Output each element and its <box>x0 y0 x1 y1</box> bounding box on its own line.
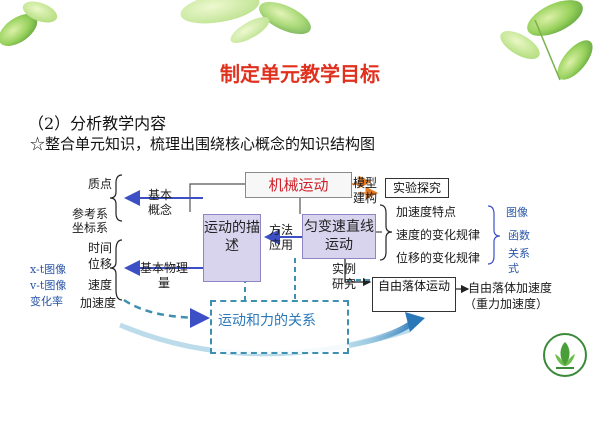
note-vt-graph: v-t图像 <box>30 279 67 292</box>
item-displacement: 位移 <box>88 257 113 271</box>
slide-title: 制定单元教学目标 <box>220 62 380 86</box>
example-study-label: 实例研究 <box>331 262 356 291</box>
item-velocity: 速度 <box>88 278 113 292</box>
note-relation: 关系式 <box>508 247 530 275</box>
lead-sentence: ☆整合单元知识，梳理出围绕核心概念的知识结构图 <box>30 135 376 153</box>
note-rate-of-change: 变化率 <box>30 295 63 308</box>
basic-quantities-label: 基本物理量 <box>140 261 189 290</box>
core-concept-box: 机械运动 <box>245 172 352 198</box>
note-function: 函数 <box>508 229 530 242</box>
item-acceleration: 加速度 <box>80 296 117 310</box>
item-mass-point: 质点 <box>88 177 113 191</box>
motion-description-box: 运动的描述 <box>203 214 261 282</box>
force-relationship-label: 运动和力的关系 <box>218 313 316 329</box>
school-emblem-logo-icon <box>543 333 587 377</box>
left-leaves-icon <box>0 1 58 46</box>
free-fall-box: 自由落体运动 <box>372 277 456 312</box>
model-construction-label: 模型建构 <box>352 176 377 205</box>
law-displacement-change: 位移的变化规律 <box>396 251 481 265</box>
item-coordinate-system: 坐标系 <box>72 221 109 235</box>
leaf-decoration <box>0 0 593 81</box>
note-graph: 图像 <box>506 206 528 219</box>
right-leaves-icon <box>500 0 593 81</box>
law-acceleration-feature: 加速度特点 <box>396 205 457 219</box>
law-velocity-change: 速度的变化规律 <box>396 228 481 242</box>
uniform-acceleration-box: 匀变速直线运动 <box>302 214 376 259</box>
gravity-acceleration-label: （重力加速度） <box>464 297 549 311</box>
section-subtitle: （2）分析教学内容 <box>28 114 167 133</box>
method-application-label: 方法应用 <box>268 223 293 252</box>
center-leaves-icon <box>180 0 311 44</box>
force-relationship-box: 运动和力的关系 <box>210 300 349 354</box>
item-reference-frame: 参考系 <box>72 207 109 221</box>
item-time: 时间 <box>88 241 113 255</box>
basic-concepts-label: 基本概念 <box>147 188 172 217</box>
note-xt-graph: x-t图像 <box>30 263 67 276</box>
experiment-inquiry-box: 实验探究 <box>385 178 449 198</box>
free-fall-acceleration-label: 自由落体加速度 <box>468 281 553 295</box>
